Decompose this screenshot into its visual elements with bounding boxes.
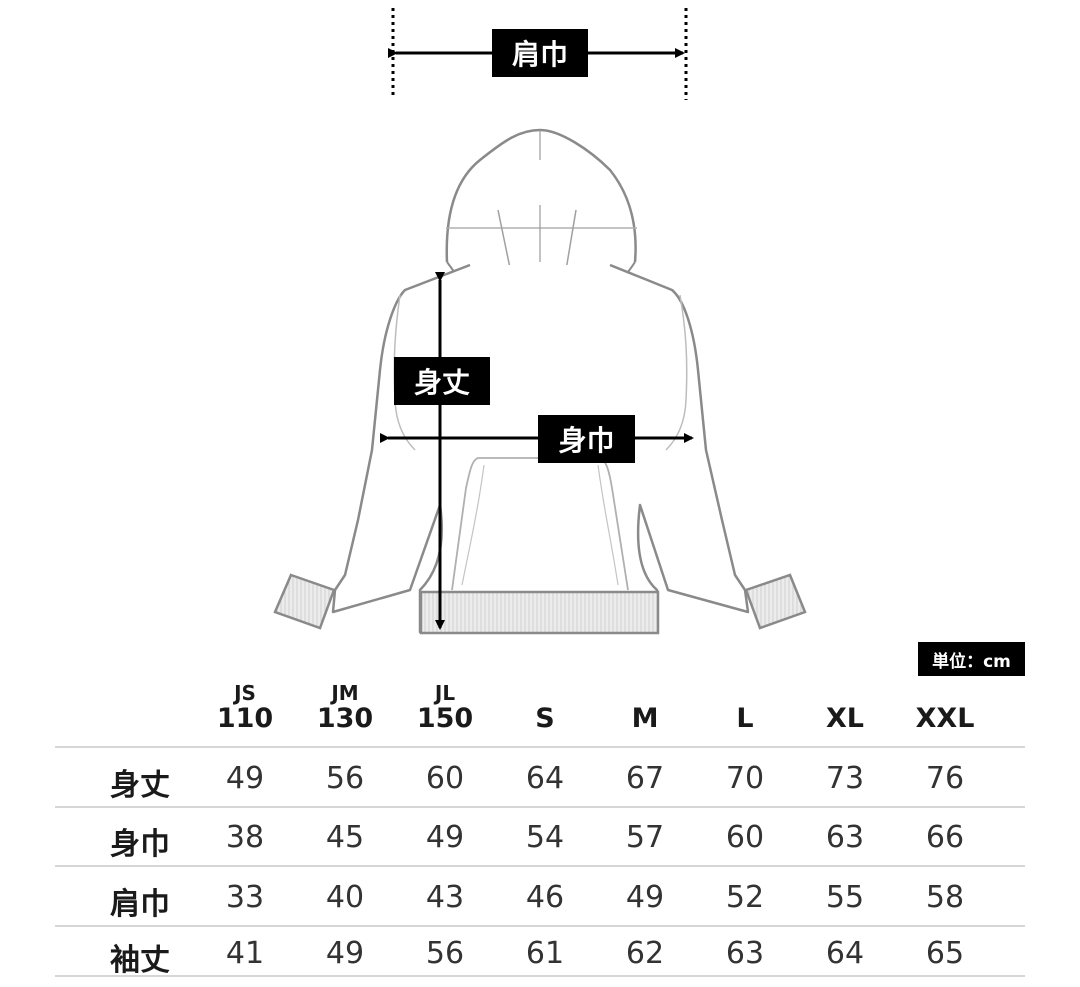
body-width-label: 身巾 [538,415,635,463]
column-header-l: L [736,703,754,734]
row-label-body-width: 身巾 [110,827,170,862]
column-header-xl: XL [825,703,865,734]
cell: 57 [625,820,665,855]
table-divider [55,975,1025,977]
cell: 64 [525,761,565,796]
cell: 54 [525,820,565,855]
column-header-xxl: XXL [915,703,975,734]
cell: 49 [325,936,365,971]
column-header-jl: JL 150 [416,681,474,734]
cell: 61 [525,936,565,971]
hoodie-diagram [273,8,807,635]
column-header-js: JS 110 [216,681,274,734]
left-cuff [273,573,336,630]
cell: 49 [225,761,265,796]
table-divider [55,746,1025,748]
cell: 56 [425,936,465,971]
cell: 49 [425,820,465,855]
cell: 58 [925,880,965,915]
unit-badge: 単位：cm [918,642,1025,676]
row-label-sleeve-length: 袖丈 [110,943,170,978]
cell: 41 [225,936,265,971]
cell: 52 [725,880,765,915]
cell: 70 [725,761,765,796]
table-divider [55,865,1025,867]
cell: 63 [725,936,765,971]
waistband [419,590,660,635]
right-cuff [744,573,807,630]
cell: 62 [625,936,665,971]
cell: 45 [325,820,365,855]
table-divider [55,925,1025,927]
cell: 49 [625,880,665,915]
row-label-body-length: 身丈 [110,768,170,803]
table-divider [55,806,1025,808]
cell: 64 [825,936,865,971]
cell: 43 [425,880,465,915]
cell: 66 [925,820,965,855]
cell: 56 [325,761,365,796]
column-header-s: S [535,703,555,734]
body-length-label: 身丈 [394,357,490,405]
cell: 55 [825,880,865,915]
cell: 63 [825,820,865,855]
row-label-shoulder-width: 肩巾 [110,887,170,922]
cell: 40 [325,880,365,915]
shoulder-width-label: 肩巾 [492,29,588,77]
cell: 65 [925,936,965,971]
cell: 46 [525,880,565,915]
cell: 76 [925,761,965,796]
cell: 60 [725,820,765,855]
cell: 38 [225,820,265,855]
cell: 60 [425,761,465,796]
cell: 33 [225,880,265,915]
column-header-m: M [631,703,659,734]
cell: 67 [625,761,665,796]
column-header-jm: JM 130 [316,681,374,734]
cell: 73 [825,761,865,796]
